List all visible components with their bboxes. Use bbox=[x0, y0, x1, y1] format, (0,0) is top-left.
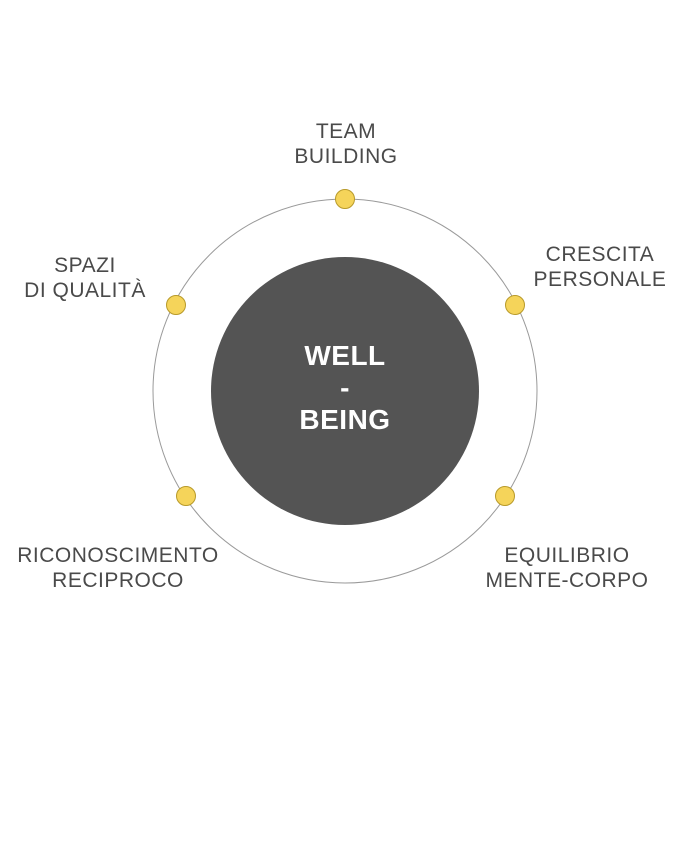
center-title-line-1: WELL bbox=[304, 340, 386, 371]
label-equilibrio-mente-corpo: EQUILIBRIO MENTE-CORPO bbox=[486, 543, 649, 593]
label-riconoscimento-reciproco: RICONOSCIMENTO RECIPROCO bbox=[17, 543, 218, 593]
label-spazi-di-qualita-line-2: DI QUALITÀ bbox=[24, 279, 146, 302]
node-dot-team-building bbox=[335, 189, 355, 209]
node-dot-equilibrio-mente-corpo bbox=[495, 486, 515, 506]
label-equilibrio-mente-corpo-line-2: MENTE-CORPO bbox=[485, 569, 649, 592]
node-dot-crescita-personale bbox=[505, 295, 525, 315]
label-spazi-di-qualita-line-1: SPAZI bbox=[54, 254, 116, 277]
label-crescita-personale-line-2: PERSONALE bbox=[533, 268, 667, 291]
center-title: WELL - BEING bbox=[299, 340, 390, 436]
node-dot-riconoscimento-reciproco bbox=[176, 486, 196, 506]
label-crescita-personale-line-1: CRESCITA bbox=[545, 243, 655, 266]
label-team-building: TEAM BUILDING bbox=[294, 119, 397, 169]
label-team-building-line-2: BUILDING bbox=[294, 145, 398, 168]
center-title-line-3: BEING bbox=[299, 404, 391, 435]
label-team-building-line-1: TEAM bbox=[315, 120, 377, 143]
label-riconoscimento-reciproco-line-1: RICONOSCIMENTO bbox=[17, 544, 219, 567]
label-spazi-di-qualita: SPAZI DI QUALITÀ bbox=[24, 253, 146, 303]
label-crescita-personale: CRESCITA PERSONALE bbox=[534, 242, 667, 292]
node-dot-spazi-di-qualita bbox=[166, 295, 186, 315]
center-title-line-2: - bbox=[340, 372, 350, 403]
label-riconoscimento-reciproco-line-2: RECIPROCO bbox=[52, 569, 184, 592]
center-circle bbox=[211, 257, 479, 525]
label-equilibrio-mente-corpo-line-1: EQUILIBRIO bbox=[504, 544, 630, 567]
